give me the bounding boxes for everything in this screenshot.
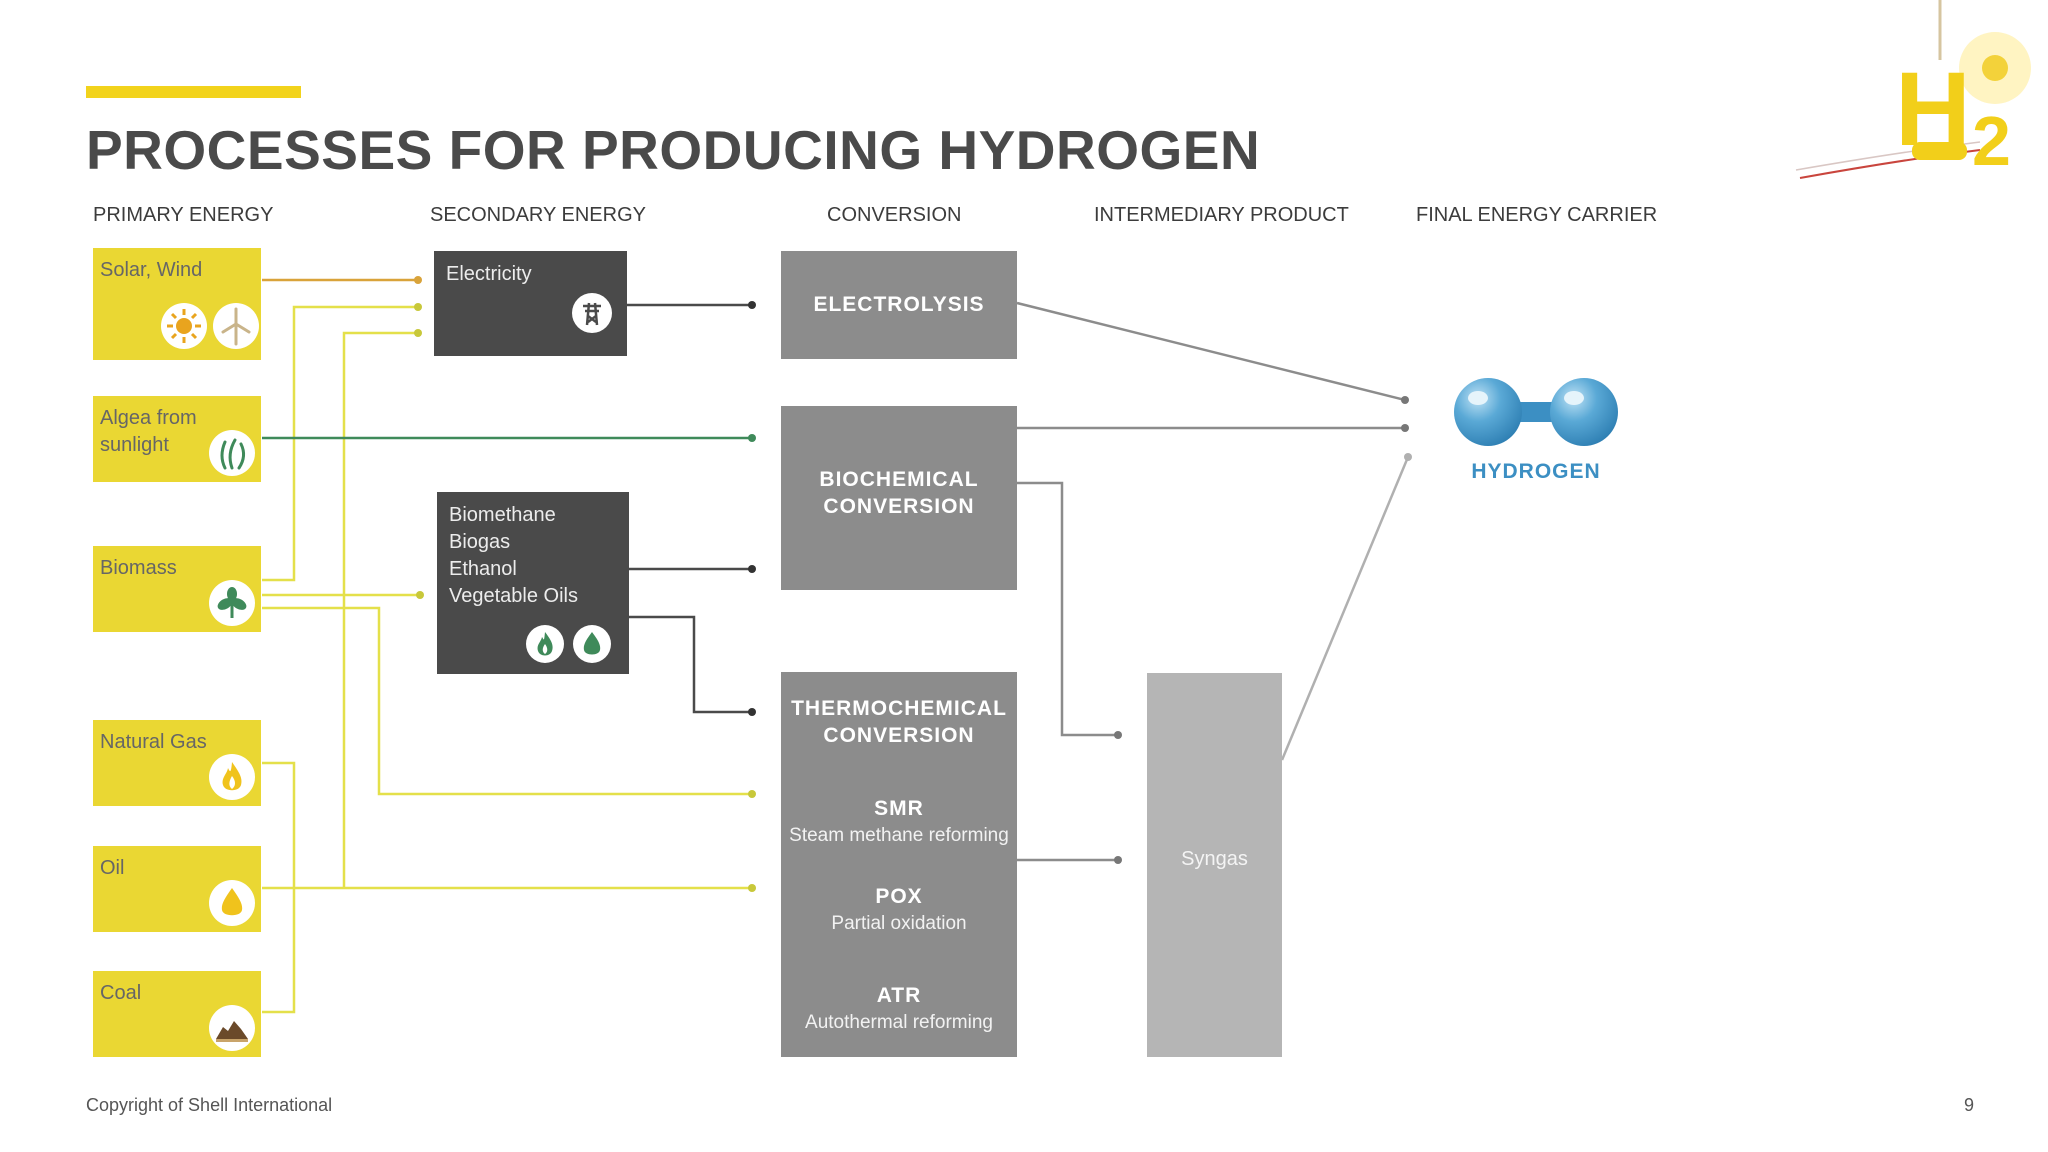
connector-dot xyxy=(414,303,422,311)
conversion-box-electrolysis: ELECTROLYSIS xyxy=(781,251,1017,359)
final-label-hydrogen: HYDROGEN xyxy=(1471,460,1601,483)
primary-label-coal: Coal xyxy=(100,982,142,1004)
connector-dot xyxy=(1114,856,1122,864)
connector-biomass-electricity xyxy=(262,305,418,582)
conversion-label-thermochemical: THERMOCHEMICAL CONVERSION xyxy=(781,695,1017,749)
connector-biofuels-thermochemical xyxy=(629,615,752,714)
secondary-item-biogas: Biogas xyxy=(449,531,511,553)
h2-logo: H 2 xyxy=(1790,0,2040,185)
connector-dot xyxy=(748,301,756,309)
process-desc-atr: Autothermal reforming xyxy=(805,1012,993,1033)
hydrogen-molecule-icon xyxy=(1448,372,1624,452)
connector-dot xyxy=(1404,453,1412,461)
page-number: 9 xyxy=(1964,1095,1975,1115)
connector-dot xyxy=(414,276,422,284)
flame-icon xyxy=(209,754,255,800)
secondary-box-electricity: Electricity xyxy=(434,251,627,356)
primary-box-algae: Algea from sunlight xyxy=(93,396,261,482)
seaweed-icon xyxy=(209,430,255,476)
secondary-label-electricity: Electricity xyxy=(446,263,532,285)
page-title: PROCESSES FOR PRODUCING HYDROGEN xyxy=(86,119,1261,181)
primary-label-natural-gas: Natural Gas xyxy=(100,731,207,753)
primary-box-solar-wind: Solar, Wind xyxy=(93,248,261,360)
column-heading-final: FINAL ENERGY CARRIER xyxy=(1416,204,1658,226)
connector-biomass-thermochemical xyxy=(262,606,752,796)
conversion-label-biochemical-line2: CONVERSION xyxy=(823,495,975,518)
connector-electrolysis-hydrogen xyxy=(1016,301,1406,402)
primary-label-biomass: Biomass xyxy=(100,557,177,579)
primary-label-algae-line1: Algea from xyxy=(100,407,197,429)
connector-dot xyxy=(748,708,756,716)
oil-drop-icon xyxy=(209,880,255,926)
connector-dot xyxy=(748,434,756,442)
connector-syngas-hydrogen xyxy=(1280,456,1410,761)
wind-turbine-icon xyxy=(213,303,259,349)
connector-dot xyxy=(414,329,422,337)
connector-dot xyxy=(1401,424,1409,432)
process-label-pox: POX xyxy=(875,885,923,908)
primary-label-algae-line2: sunlight xyxy=(100,434,169,456)
connector-oil-electricity xyxy=(342,331,418,888)
secondary-item-vegetable-oils: Vegetable Oils xyxy=(449,585,578,607)
connector-dot xyxy=(416,591,424,599)
connector-dot xyxy=(1114,731,1122,739)
primary-label-algae: Algea from sunlight xyxy=(100,405,197,459)
intermediary-label-syngas: Syngas xyxy=(1181,848,1248,870)
footer-copyright: Copyright of Shell International xyxy=(86,1095,333,1115)
pylon-icon xyxy=(572,293,612,333)
process-label-atr: ATR xyxy=(876,984,922,1007)
primary-box-biomass: Biomass xyxy=(93,546,261,632)
connector-dot xyxy=(748,790,756,798)
conversion-box-thermochemical: THERMOCHEMICAL CONVERSION SMR Steam meth… xyxy=(781,672,1017,1057)
conversion-label-biochemical: BIOCHEMICAL CONVERSION xyxy=(781,466,1017,520)
sprout-icon xyxy=(209,580,255,626)
primary-label-solar-wind: Solar, Wind xyxy=(100,259,203,281)
column-heading-primary: PRIMARY ENERGY xyxy=(93,204,274,226)
sun-icon xyxy=(161,303,207,349)
column-heading-intermediary: INTERMEDIARY PRODUCT xyxy=(1094,204,1349,226)
secondary-item-ethanol: Ethanol xyxy=(449,558,517,580)
conversion-label-electrolysis: ELECTROLYSIS xyxy=(813,293,985,316)
secondary-item-biomethane: Biomethane xyxy=(449,504,556,526)
conversion-box-biochemical: BIOCHEMICAL CONVERSION xyxy=(781,406,1017,590)
connector-dot xyxy=(748,565,756,573)
process-desc-pox: Partial oxidation xyxy=(831,913,967,934)
primary-box-coal: Coal xyxy=(93,971,261,1057)
droplet-icon xyxy=(573,625,611,663)
conversion-label-thermochemical-line2: CONVERSION xyxy=(823,724,975,747)
process-label-smr: SMR xyxy=(874,797,924,820)
svg-text:2: 2 xyxy=(1972,102,2011,180)
flame-icon xyxy=(526,625,564,663)
title-accent-bar xyxy=(86,86,301,98)
conversion-label-biochemical-line1: BIOCHEMICAL xyxy=(819,468,979,491)
connector-biochemical-syngas xyxy=(1017,481,1118,737)
primary-box-natural-gas: Natural Gas xyxy=(93,720,261,806)
primary-box-oil: Oil xyxy=(93,846,261,932)
primary-label-oil: Oil xyxy=(100,857,125,879)
column-heading-conversion: CONVERSION xyxy=(827,204,962,226)
conversion-label-thermochemical-line1: THERMOCHEMICAL xyxy=(791,697,1007,720)
process-desc-smr: Steam methane reforming xyxy=(789,825,1009,846)
secondary-list-biofuels: Biomethane Biogas Ethanol Vegetable Oils xyxy=(449,502,578,610)
coal-pile-icon xyxy=(209,1005,255,1051)
column-heading-secondary: SECONDARY ENERGY xyxy=(430,204,646,226)
connector-dot xyxy=(748,884,756,892)
h2-logo-graphic: H 2 xyxy=(1795,0,2031,180)
intermediary-box-syngas: Syngas xyxy=(1147,673,1282,1057)
connector-dot xyxy=(1401,396,1409,404)
secondary-box-biofuels: Biomethane Biogas Ethanol Vegetable Oils xyxy=(437,492,629,674)
